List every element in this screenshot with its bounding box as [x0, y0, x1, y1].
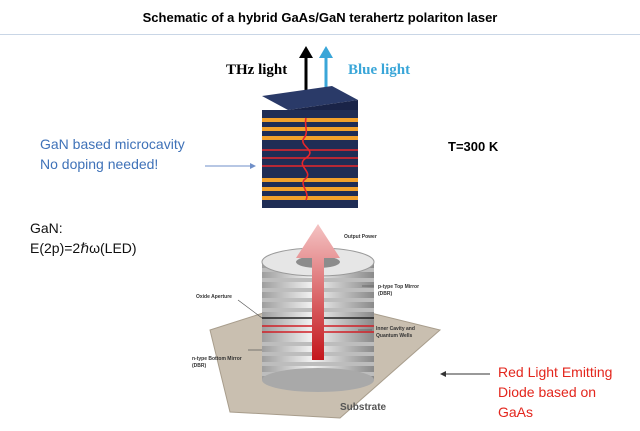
cavity-top-face [262, 86, 358, 110]
gan-microcavity-label-line2: No doping needed! [40, 156, 159, 172]
temperature-label: T=300 K [448, 139, 499, 154]
p-mirror-label-line1: p-type Top Mirror [378, 284, 419, 290]
microcavity-pointer-arrow [205, 163, 256, 169]
substrate-label: Substrate [340, 402, 387, 413]
led-pointer-arrow [440, 371, 490, 377]
n-mirror-label-line1: n-type Bottom Mirror [192, 356, 242, 362]
oxide-aperture-label: Oxide Aperture [196, 294, 232, 300]
output-power-label: Output Power [344, 234, 377, 240]
cavity-red-lines [262, 149, 358, 167]
inner-cavity-label-line2: Quantum Wells [376, 333, 413, 339]
diagram-title: Schematic of a hybrid GaAs/GaN terahertz… [142, 10, 498, 25]
p-mirror-label-line2: (DBR) [378, 291, 392, 297]
blue-light-arrow [319, 46, 333, 92]
gan-microcavity-block [262, 86, 358, 208]
red-led-label-line1: Red Light Emitting [498, 364, 613, 380]
thz-light-label: THz light [226, 62, 288, 78]
cylinder-base [262, 368, 374, 392]
title-divider [0, 34, 640, 35]
gan-energy-label-line2: E(2p)=2ℏω(LED) [30, 240, 137, 256]
gan-energy-label: GaN: E(2p)=2ℏω(LED) [30, 218, 137, 258]
gan-energy-label-line1: GaN: [30, 220, 63, 236]
vcsel-structure: Output Power Oxide Aperture p-type Top M… [192, 224, 442, 419]
red-led-label-line2: Diode based on [498, 384, 597, 400]
inner-cavity-label-line1: Inner Cavity and [376, 326, 415, 332]
n-mirror-label-line2: (DBR) [192, 363, 206, 369]
gan-microcavity-label-line1: GaN based microcavity [40, 136, 185, 152]
thz-light-arrow [299, 46, 313, 92]
gan-microcavity-label: GaN based microcavity No doping needed! [40, 134, 185, 174]
red-led-label: Red Light Emitting Diode based on GaAs [498, 362, 612, 422]
vcsel-leader-lines [237, 285, 374, 351]
cavity-front-face [262, 110, 358, 208]
field-wave [301, 117, 311, 201]
red-led-label-line3: GaAs [498, 404, 534, 420]
blue-light-label: Blue light [348, 62, 411, 78]
dbr-layers [262, 118, 358, 200]
output-power-arrow [296, 224, 340, 360]
